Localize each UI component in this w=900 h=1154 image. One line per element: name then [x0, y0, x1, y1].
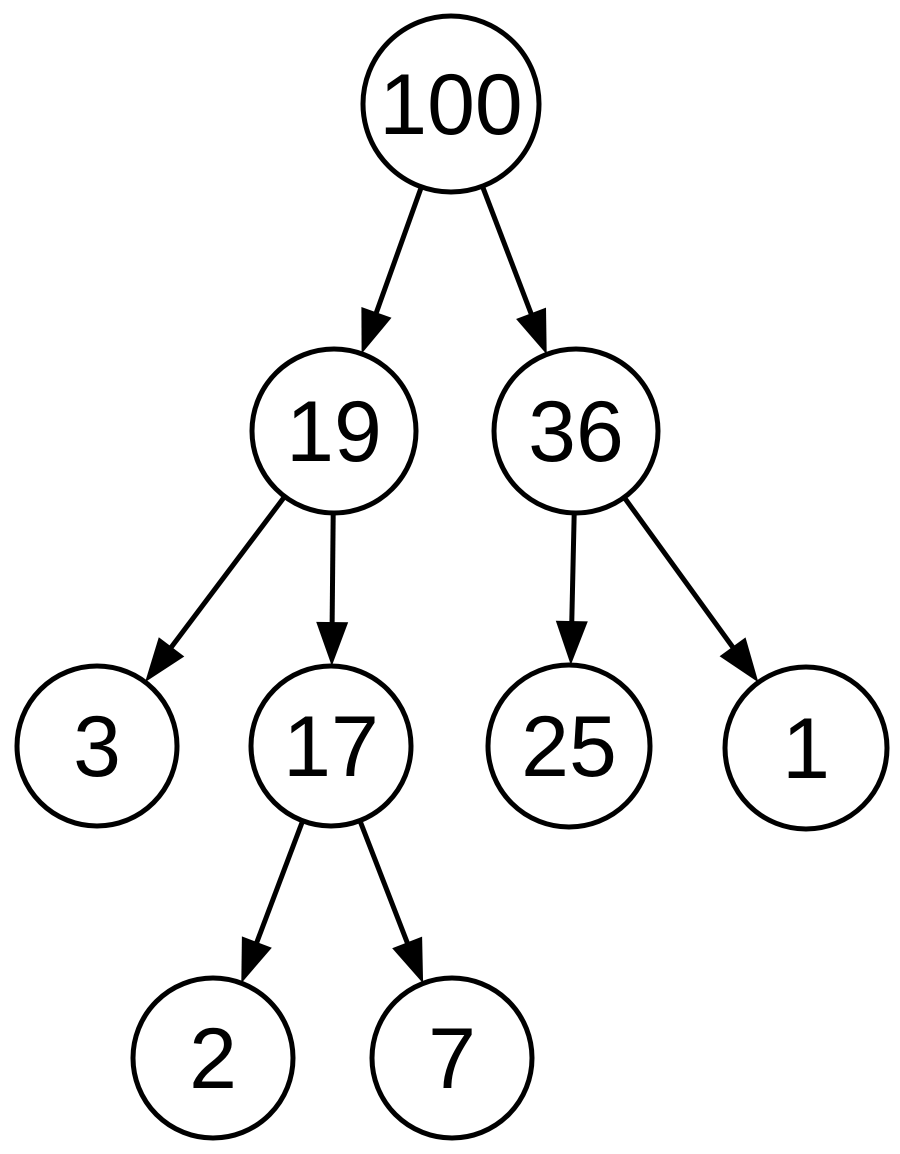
- tree-node-7: [369, 975, 535, 1141]
- tree-edge-19-17: [329, 512, 336, 627]
- arrowhead-icon: [516, 307, 547, 355]
- tree-node-2: [130, 975, 296, 1141]
- tree-edge-100-19: [372, 186, 424, 317]
- tree-node-label-19: 19: [286, 384, 382, 480]
- tree-node-1: [722, 664, 890, 832]
- tree-edge-17-7: [357, 819, 411, 948]
- tree-edge-36-25: [569, 512, 577, 626]
- tree-edge-17-2: [253, 819, 306, 947]
- tree-node-19: [249, 346, 419, 516]
- tree-node-label-25: 25: [521, 699, 617, 795]
- arrowhead-icon: [361, 307, 392, 354]
- tree-node-label-100: 100: [379, 57, 523, 153]
- tree-node-100: [360, 13, 542, 195]
- tree-edge-36-1: [622, 495, 737, 652]
- arrowhead-icon: [392, 936, 424, 984]
- arrowhead-icon: [145, 637, 185, 683]
- tree-node-label-7: 7: [428, 1011, 476, 1107]
- arrowhead-icon: [719, 637, 759, 683]
- tree-node-17: [248, 663, 414, 829]
- tree-edge-100-36: [480, 185, 535, 318]
- tree-node-25: [485, 662, 653, 830]
- tree-node-label-2: 2: [189, 1011, 237, 1107]
- arrowhead-icon: [316, 621, 349, 666]
- tree-node-label-36: 36: [528, 384, 624, 480]
- tree-node-label-1: 1: [782, 701, 830, 797]
- tree-node-label-3: 3: [73, 699, 121, 795]
- tree-node-label-17: 17: [283, 699, 379, 795]
- arrowhead-icon: [555, 620, 588, 665]
- tree-edge-19-3: [167, 494, 287, 652]
- tree-node-3: [14, 663, 180, 829]
- tree-node-36: [491, 346, 661, 516]
- arrowhead-icon: [241, 936, 272, 984]
